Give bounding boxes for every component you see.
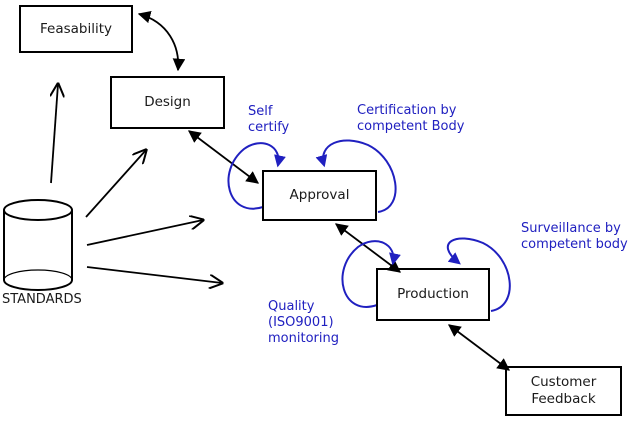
node-feasability[interactable]: Feasability — [19, 5, 133, 53]
node-customer-feedback-label: Customer Feedback — [530, 374, 597, 407]
edge-standards-approval — [86, 220, 203, 246]
annotation-quality-iso9001-monitoring: Quality (ISO9001) monitoring — [268, 299, 339, 346]
edge-production-customer-feedback — [447, 324, 511, 371]
node-production-label: Production — [397, 286, 469, 302]
node-production[interactable]: Production — [376, 268, 490, 321]
edge-design-approval — [187, 130, 260, 184]
edge-approval-certification-loop — [315, 139, 397, 213]
standards-cylinder-shape — [3, 199, 73, 291]
edge-standards-design — [85, 150, 146, 218]
node-design-label: Design — [144, 94, 191, 110]
node-design[interactable]: Design — [110, 76, 225, 129]
node-standards-label: STANDARDS — [2, 292, 82, 307]
node-feasability-label: Feasability — [39, 20, 112, 37]
node-approval[interactable]: Approval — [262, 170, 377, 221]
node-customer-feedback[interactable]: Customer Feedback — [505, 366, 622, 416]
edge-standards-production — [86, 266, 222, 283]
node-approval-label: Approval — [289, 187, 350, 203]
annotation-self-certify: Self certify — [248, 104, 290, 135]
edge-production-surveillance-loop — [446, 237, 511, 312]
edge-approval-self-certify-loop — [227, 142, 286, 210]
annotation-surveillance-by-competent-body: Surveillance by competent body — [521, 221, 628, 252]
annotation-certification-by-competent-body: Certification by competent Body — [357, 103, 465, 134]
edge-standards-feasability — [51, 84, 58, 184]
edge-production-quality-loop — [341, 240, 401, 308]
edge-feasability-design — [137, 10, 186, 72]
